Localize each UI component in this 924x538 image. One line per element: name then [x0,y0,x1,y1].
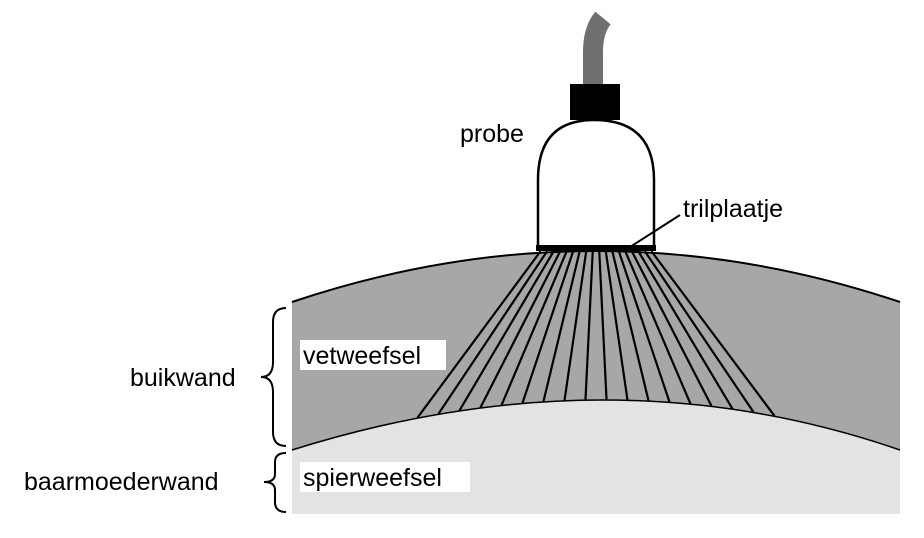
beam-line [624,250,692,405]
beam-line [604,250,629,401]
baarmoederwand-brace [263,452,287,513]
beam-line [631,250,713,407]
vetweefsel-label-background [300,340,446,370]
beam-line [458,250,555,411]
beam-line [500,250,568,406]
vetweefsel-label: vetweefsel [303,342,421,370]
beam-line [644,250,755,413]
baarmoederwand-label: baarmoederwand [24,468,219,496]
buikwand-brace [260,307,287,447]
trilplaatje-leader-line [629,214,681,248]
fat-muscle-boundary-line [291,399,901,451]
beam-line [598,250,608,401]
beam-line [650,250,776,417]
beam-line [521,250,575,404]
beam-line [563,250,588,401]
fat-layer [292,251,900,450]
beam-line [479,250,561,408]
transducer-element [536,245,656,251]
buikwand-label: buikwand [130,364,236,392]
beam-line [584,250,594,401]
probe-label: probe [460,120,524,148]
ultrasound-beam [416,250,776,419]
beam-line [637,250,734,410]
beam-line [542,250,581,402]
spierweefsel-label-background [300,462,470,492]
spierweefsel-label: spierweefsel [303,464,442,492]
beam-line [416,250,542,419]
probe-connector [570,84,620,120]
probe-cable [583,11,612,88]
beam-line [611,250,650,402]
probe-body [536,118,656,248]
beam-line [617,250,671,403]
trilplaatje-label: trilplaatje [683,195,783,223]
beam-line [437,250,548,415]
